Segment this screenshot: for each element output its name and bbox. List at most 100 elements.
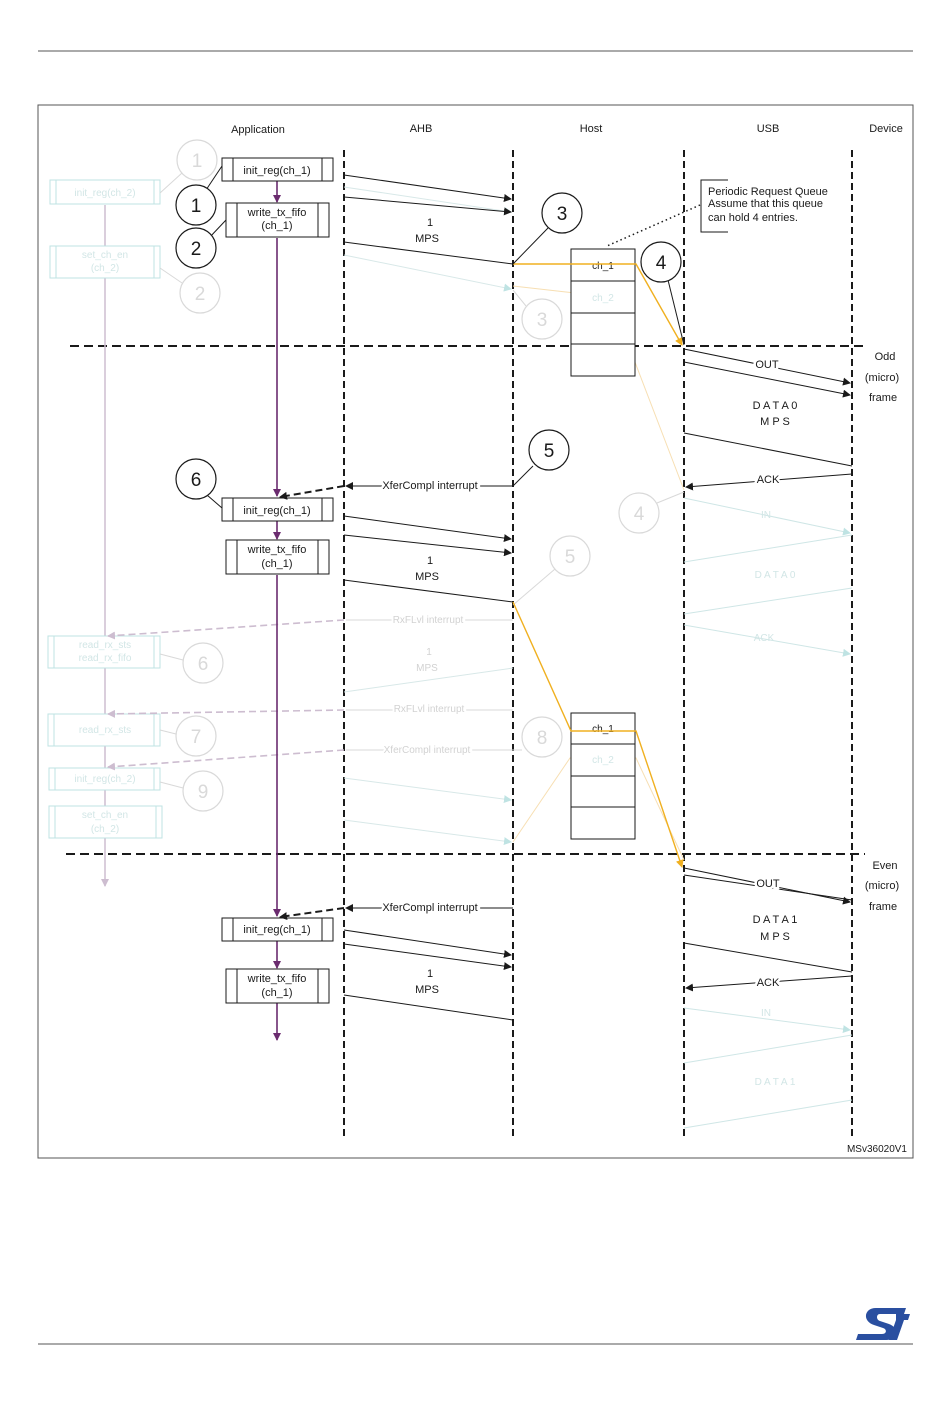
ghost-step-circle-6 <box>182 642 224 684</box>
step-circle-4 <box>640 241 682 283</box>
usb-out-label-2: OUT <box>756 878 780 890</box>
queue-note-line-3: can hold 4 entries. <box>708 212 798 224</box>
usb-data1-label: D A T A 1 <box>753 914 798 926</box>
usb-out-bg-1: OUT <box>755 359 779 371</box>
ghost-ahb-mps-label: MPS <box>416 663 438 674</box>
ghost-set-ch-en-text-2b: (ch_2) <box>91 824 119 835</box>
ghost-step-2: 2 <box>195 284 206 305</box>
ghost-step-5: 5 <box>565 547 576 568</box>
figure-frame <box>37 104 914 1159</box>
even-frame-micro-label: (micro) <box>865 880 899 892</box>
xfercompl-to-app-1 <box>279 485 345 500</box>
usb-ack-bg-1: ACK <box>757 474 780 486</box>
usb-ack-2 <box>685 975 853 992</box>
ghost-box-init-reg-1 <box>49 179 161 205</box>
column-header-ahb: AHB <box>410 123 433 135</box>
ghost-xfercompl-interrupt: XferCompl interrupt <box>384 745 471 756</box>
ghost-box-read-rx <box>47 635 161 669</box>
ghost-channel-2-flow: init_reg(ch_2) set_ch_en (ch_2) read_rx_… <box>47 139 853 1129</box>
ghost-rxflvl-interrupt-2: RxFLvl interrupt <box>394 704 465 715</box>
ghost-set-ch-en-text-1a: set_ch_en <box>82 250 128 261</box>
usb-out-bg-2: OUT <box>756 878 780 890</box>
ghost-ack-label: ACK <box>754 633 775 644</box>
ahb-reg-write-1 <box>343 174 512 202</box>
ghost-step-1: 1 <box>192 151 203 172</box>
usb-ack-label-1: ACK <box>757 474 780 486</box>
step-circle-2 <box>175 227 217 269</box>
ghost-step-circle-9 <box>182 770 224 812</box>
ghost-init-reg-text-1: init_reg(ch_2) <box>74 188 135 199</box>
usb-ack-label-2: ACK <box>757 977 780 989</box>
ghost-box-read-rx-sts <box>47 713 161 747</box>
usb-out-token-1 <box>683 348 851 386</box>
ghost-step-circle-1 <box>176 139 218 181</box>
ahb-fifo-write-1 <box>343 196 512 216</box>
ahb-fifo-write-3 <box>343 943 512 971</box>
ahb-fifo-end-2 <box>343 579 514 603</box>
ghost-data0-label: D A T A 0 <box>755 570 796 581</box>
queue-note-line-2: Assume that this queue <box>708 198 823 210</box>
column-header-host: Host <box>580 123 603 135</box>
ahb-mps-label-3: MPS <box>415 984 439 996</box>
queue2-entry-ch1: ch_1 <box>592 724 614 735</box>
usb-out-label-1: OUT <box>755 359 779 371</box>
ghost-ahb-one-label: 1 <box>426 647 432 658</box>
app-write-fifo-text-2a: write_tx_fifo <box>247 544 307 556</box>
ghost-rxflvl-bg-1: RxFLvl interrupt <box>393 615 464 626</box>
xfercompl-bg-2: XferCompl interrupt <box>382 902 477 914</box>
figure-id: MSv36020V1 <box>847 1144 907 1155</box>
ghost-step-circle-4 <box>618 492 660 534</box>
app-write-fifo-text-3a: write_tx_fifo <box>247 973 307 985</box>
usb-data1-end <box>683 942 853 973</box>
app-write-fifo-text-3b: (ch_1) <box>261 987 292 999</box>
ghost-read-rx-fifo-text: read_rx_fifo <box>79 653 132 664</box>
step-circle-5 <box>528 429 570 471</box>
usb-data0-label: D A T A 0 <box>753 400 798 412</box>
ghost-set-ch-en-text-2a: set_ch_en <box>82 810 128 821</box>
usb-data0-start <box>683 361 851 398</box>
step-number-3: 3 <box>557 204 568 225</box>
ghost-box-init-reg-2 <box>48 767 161 791</box>
ahb-fifo-end-3 <box>343 994 514 1021</box>
queue-note-line-1: Periodic Request Queue <box>708 186 828 198</box>
column-header-device: Device <box>869 123 903 135</box>
app-write-fifo-text-1b: (ch_1) <box>261 220 292 232</box>
column-header-usb: USB <box>757 123 780 135</box>
ghost-step-circle-5 <box>549 535 591 577</box>
usb-ack-bg-2: ACK <box>757 977 780 989</box>
st-logo <box>856 1308 910 1340</box>
step-circle-3 <box>541 192 583 234</box>
ghost-step-3: 3 <box>537 310 548 331</box>
usb-data0-end <box>683 432 853 467</box>
ghost-box-set-ch-en-1 <box>49 245 161 279</box>
app-box-write-fifo-1 <box>225 202 330 238</box>
app-init-reg-text-1: init_reg(ch_1) <box>243 165 310 177</box>
queue-to-usb-path-1 <box>513 263 683 346</box>
xfercompl-bg-1: XferCompl interrupt <box>382 480 477 492</box>
app-write-fifo-text-2b: (ch_1) <box>261 558 292 570</box>
ahb-mps-label-1: MPS <box>415 233 439 245</box>
odd-frame-label: Odd <box>875 351 896 363</box>
odd-frame-frame-label: frame <box>869 392 897 404</box>
ghost-step-4: 4 <box>634 504 645 525</box>
ghost-read-rx-sts-text-2: read_rx_sts <box>79 725 131 736</box>
queue1-entry-ch1: ch_1 <box>592 261 614 272</box>
queue2-entry-ch2: ch_2 <box>592 755 614 766</box>
usb-mps-label-1: M P S <box>760 416 790 428</box>
ghost-data1-label: D A T A 1 <box>755 1077 796 1088</box>
ghost-read-rx-sts-text: read_rx_sts <box>79 640 131 651</box>
ghost-set-ch-en-text-1b: (ch_2) <box>91 263 119 274</box>
queue-to-usb-path-2 <box>512 601 684 868</box>
step-number-2: 2 <box>191 239 202 260</box>
odd-frame-micro-label: (micro) <box>865 372 899 384</box>
ghost-step-7: 7 <box>191 727 202 748</box>
queue-note: Periodic Request Queue Assume that this … <box>606 179 828 247</box>
ghost-step-9: 9 <box>198 782 209 803</box>
ghost-step-circle-3 <box>521 298 563 340</box>
ahb-fifo-end-1 <box>343 241 514 265</box>
ahb-one-label-2: 1 <box>427 555 433 567</box>
step-number-5: 5 <box>544 441 555 462</box>
ahb-reg-write-2 <box>343 515 512 543</box>
ahb-mps-label-2: MPS <box>415 571 439 583</box>
